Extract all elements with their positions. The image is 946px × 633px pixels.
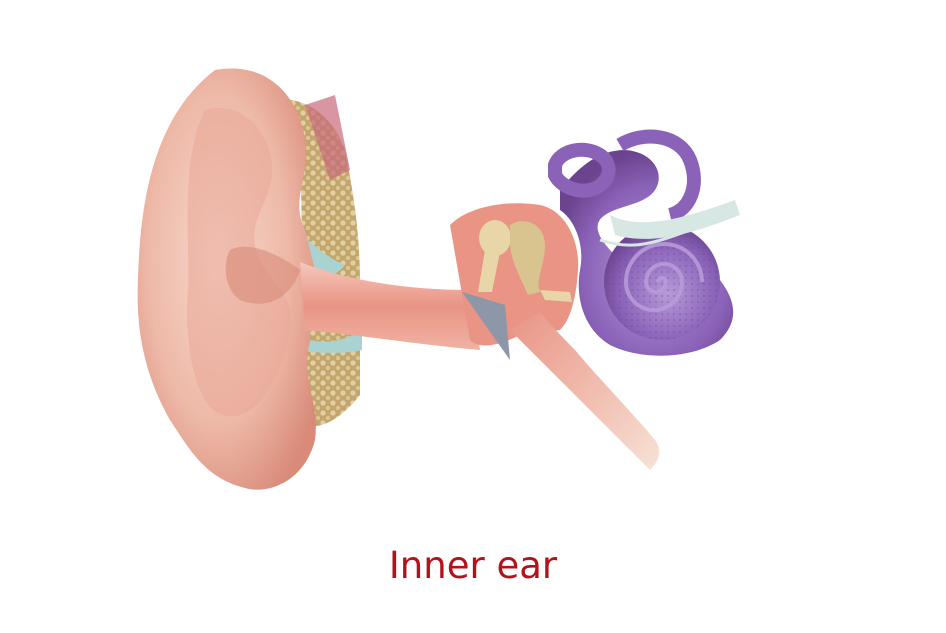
caption: Inner ear: [389, 544, 558, 587]
eardrum: [462, 292, 510, 360]
ear-canal: [300, 262, 480, 350]
inner-ear: [548, 129, 740, 356]
outer-ear: [137, 68, 316, 490]
ossicles: [478, 220, 572, 302]
eustachian-tube: [510, 312, 660, 470]
